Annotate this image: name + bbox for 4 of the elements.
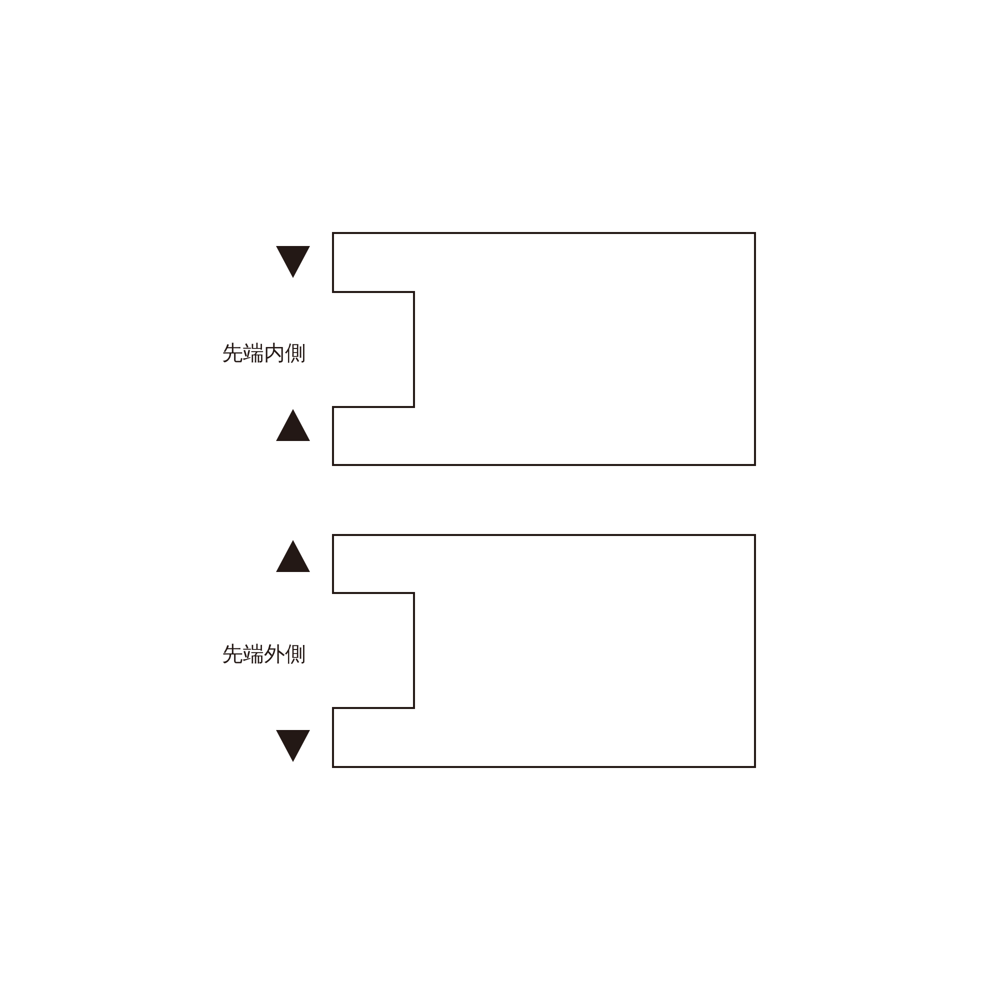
- notched-plate-outline: [332, 232, 756, 466]
- notched-plate-outline: [332, 534, 756, 768]
- side-label: 先端外側: [222, 644, 306, 665]
- side-label: 先端内側: [222, 343, 306, 364]
